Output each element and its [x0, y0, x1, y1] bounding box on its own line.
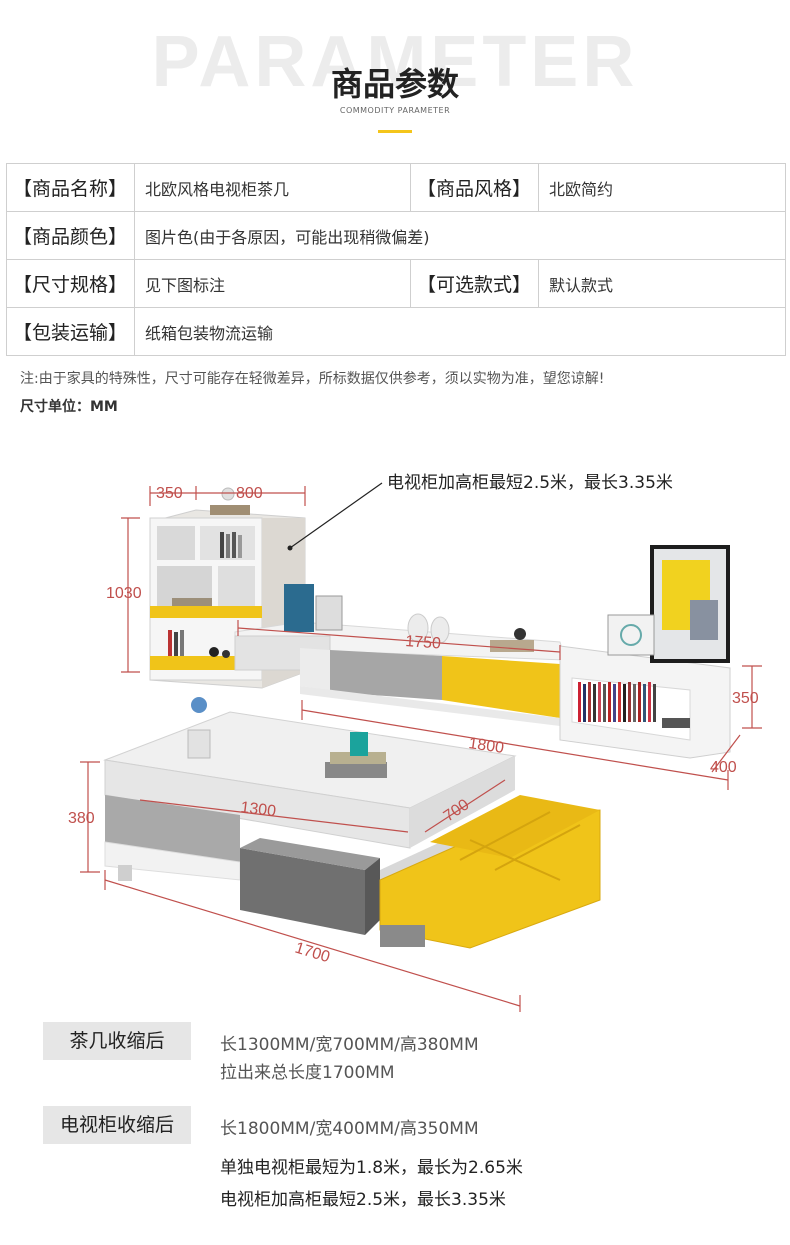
- dim-1700: 1700: [293, 940, 332, 967]
- wall-art: [607, 545, 730, 663]
- dim-380: 380: [68, 810, 95, 827]
- coffee-table: [103, 697, 601, 949]
- callout-dot: [287, 545, 293, 551]
- dim-1750: 1750: [405, 633, 442, 652]
- background-watermark-word: PARAMETER: [151, 22, 639, 102]
- dim-350-right: 350: [732, 690, 759, 707]
- coffee-table-label: 茶几收缩后: [43, 1022, 191, 1060]
- page-title: 商品参数: [330, 65, 459, 103]
- dimension-lines: [80, 486, 762, 1012]
- param-value: 图片色(由于各原因，可能出现稍微偏差): [134, 211, 786, 260]
- tv-cabinet-with-tall-length-range: 电视柜加高柜最短2.5米，最长3.35米: [220, 1190, 506, 1210]
- disclaimer-note: 注:由于家具的特殊性，尺寸可能存在轻微差异，所标数据仅供参考，须以实物为准，望您…: [20, 371, 605, 387]
- page-subtitle: COMMODITY PARAMETER: [339, 106, 451, 115]
- param-label: 【可选款式】: [410, 259, 539, 308]
- table-row: 【商品名称】 北欧风格电视柜茶几 【商品风格】 北欧简约: [6, 163, 786, 212]
- tv-cabinet-size: 长1800MM/宽400MM/高350MM: [220, 1119, 479, 1139]
- dim-1300: 1300: [240, 799, 278, 820]
- param-value: 北欧简约: [538, 163, 786, 212]
- tv-cabinet-label: 电视柜收缩后: [43, 1106, 191, 1144]
- title-accent-bar: [378, 130, 412, 133]
- param-label: 【商品颜色】: [6, 211, 135, 260]
- coffee-table-extended-length: 拉出来总长度1700MM: [220, 1063, 395, 1083]
- callout-text: 电视柜加高柜最短2.5米，最长3.35米: [387, 473, 673, 493]
- param-value: 北欧风格电视柜茶几: [134, 163, 411, 212]
- dim-1800: 1800: [467, 735, 505, 757]
- param-value: 纸箱包装物流运输: [134, 307, 786, 356]
- dim-350-top: 350: [156, 485, 183, 502]
- coffee-table-size: 长1300MM/宽700MM/高380MM: [220, 1035, 479, 1055]
- param-value: 默认款式: [538, 259, 786, 308]
- table-row: 【商品颜色】 图片色(由于各原因，可能出现稍微偏差): [6, 211, 786, 260]
- table-row: 【包装运输】 纸箱包装物流运输: [6, 307, 786, 356]
- furniture-dimension-diagram: 电视柜加高柜最短2.5米，最长3.35米 350 800 1030 1750 3…: [68, 473, 762, 1012]
- param-label: 【商品风格】: [410, 163, 539, 212]
- size-unit: 尺寸单位：MM: [20, 399, 118, 415]
- param-value: 见下图标注: [134, 259, 411, 308]
- dim-1030: 1030: [106, 585, 142, 602]
- callout-leader-line: [289, 482, 383, 549]
- table-row: 【尺寸规格】 见下图标注 【可选款式】 默认款式: [6, 259, 786, 308]
- tv-cabinet-length-range: 单独电视柜最短为1.8米，最长为2.65米: [220, 1158, 523, 1178]
- param-label: 【包装运输】: [6, 307, 135, 356]
- tv-cabinet: [234, 584, 731, 759]
- param-label: 【尺寸规格】: [6, 259, 135, 308]
- dim-800: 800: [236, 485, 263, 502]
- parameter-table: 【商品名称】 北欧风格电视柜茶几 【商品风格】 北欧简约 【商品颜色】 图片色(…: [6, 163, 786, 356]
- param-label: 【商品名称】: [6, 163, 135, 212]
- dim-400: 400: [710, 759, 737, 776]
